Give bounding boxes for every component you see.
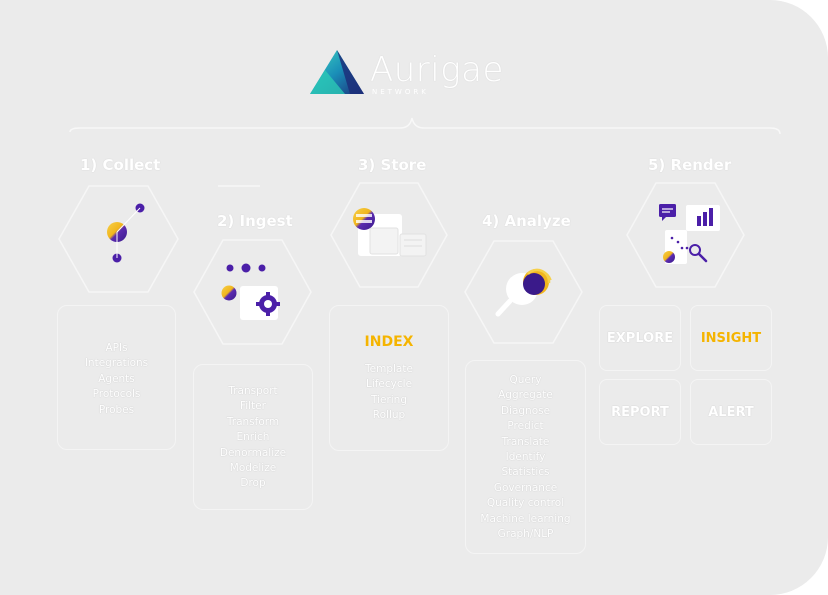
render-tile-insight: INSIGHT bbox=[690, 305, 772, 371]
ingest-item: Enrich bbox=[236, 431, 270, 444]
collect-item: APIs bbox=[105, 342, 128, 354]
collect-item: Integrations bbox=[84, 357, 149, 370]
ingest-item: Transform bbox=[226, 415, 280, 428]
brand-tagline: NETWORK bbox=[372, 88, 429, 96]
ingest-item: Transport bbox=[228, 385, 278, 397]
analyze-item: Identify bbox=[505, 451, 546, 464]
store-list: Template Lifecycle Tiering Rollup bbox=[329, 362, 449, 424]
store-item: Tiering bbox=[370, 393, 408, 406]
logo-mark-icon bbox=[310, 50, 364, 94]
collect-item: Probes bbox=[98, 403, 135, 416]
render-tile-explore: EXPLORE bbox=[599, 305, 681, 371]
analyze-item: Translate bbox=[501, 435, 550, 448]
analyze-magnifier-icon bbox=[495, 268, 552, 317]
render-tile-alert: ALERT bbox=[690, 379, 772, 445]
analyze-item: Predict bbox=[507, 420, 544, 433]
analyze-item: Diagnose bbox=[500, 404, 551, 417]
render-dashboard-icon bbox=[659, 204, 720, 264]
analyze-item: Machine learning bbox=[480, 512, 571, 525]
ingest-item: Modelize bbox=[229, 462, 277, 475]
analyze-item: Statistics bbox=[501, 466, 550, 479]
analyze-box bbox=[465, 360, 586, 554]
render-hexagon bbox=[626, 182, 745, 288]
ingest-item: Filter bbox=[239, 400, 266, 413]
brace-line bbox=[69, 117, 781, 135]
collect-item: Agents bbox=[98, 372, 135, 385]
store-database-icon bbox=[353, 208, 427, 257]
collect-item: Protocols bbox=[92, 388, 141, 401]
step-title-collect: 1) Collect bbox=[80, 156, 161, 174]
analyze-item: Governance bbox=[493, 481, 558, 494]
analyze-item: Graph/NLP bbox=[497, 528, 554, 541]
analyze-list: Query Aggregate Diagnose Predict Transla… bbox=[465, 373, 586, 542]
collect-box bbox=[57, 305, 176, 450]
ingest-item: Denormalize bbox=[219, 446, 287, 459]
analyze-item: Quality control bbox=[486, 497, 565, 510]
analyze-hexagon bbox=[464, 240, 583, 344]
ingest-gear-icon bbox=[221, 263, 280, 320]
ingest-item: Drop bbox=[240, 477, 266, 490]
step-title-render: 5) Render bbox=[648, 156, 732, 174]
store-item: Template bbox=[365, 363, 413, 375]
ingest-hexagon bbox=[193, 239, 312, 345]
ingest-box bbox=[193, 364, 313, 510]
step-title-analyze: 4) Analyze bbox=[482, 212, 571, 230]
brand-name: Aurigae bbox=[370, 50, 504, 90]
analyze-item: Aggregate bbox=[498, 389, 553, 402]
collect-list: APIs Integrations Agents Protocols Probe… bbox=[57, 341, 176, 418]
ingest-list: Transport Filter Transform Enrich Denorm… bbox=[193, 384, 313, 492]
analyze-item: Query bbox=[509, 374, 542, 386]
store-item: Rollup bbox=[372, 409, 406, 422]
collect-network-icon bbox=[107, 203, 145, 263]
store-box bbox=[329, 305, 449, 451]
collect-hexagon bbox=[58, 185, 179, 293]
render-tile-report: REPORT bbox=[599, 379, 681, 445]
store-hexagon bbox=[330, 182, 448, 288]
store-item: Lifecycle bbox=[365, 378, 413, 391]
store-index-label: INDEX bbox=[364, 334, 414, 350]
step-title-store: 3) Store bbox=[358, 156, 427, 174]
step-title-ingest: 2) Ingest bbox=[217, 212, 293, 230]
